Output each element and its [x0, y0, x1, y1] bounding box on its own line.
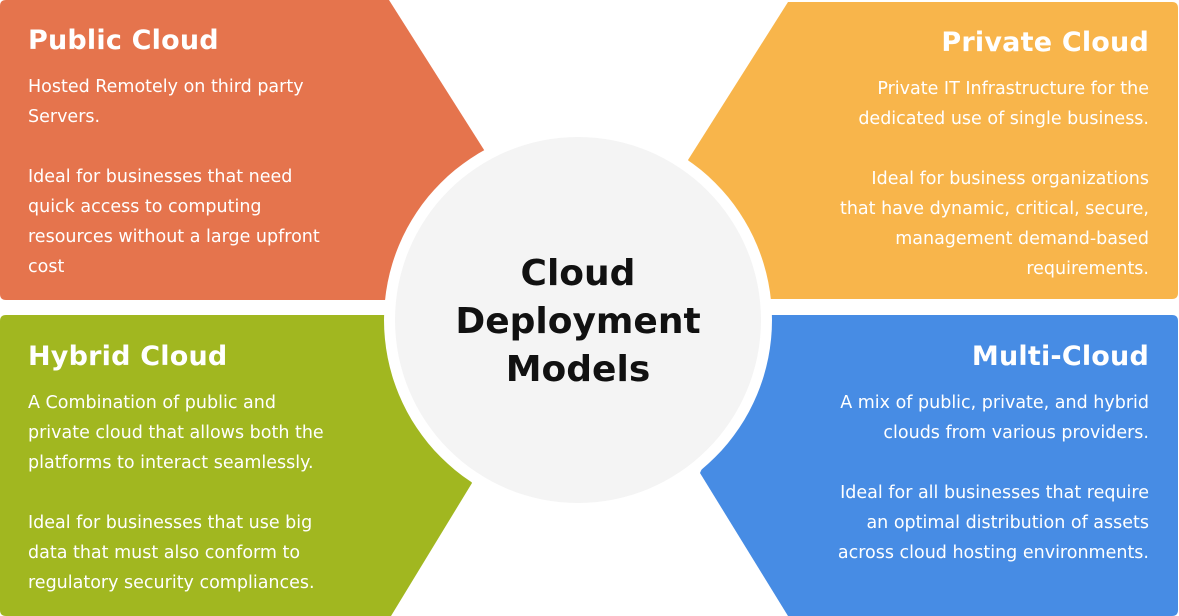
text-line: clouds from various providers. — [883, 423, 1149, 443]
public-cloud-text: Public Cloud Hosted Remotely on third pa… — [28, 24, 388, 282]
center-circle — [395, 137, 761, 503]
text-line: resources without a large upfront — [28, 227, 320, 247]
private-cloud-description: Private IT Infrastructure for the dedica… — [749, 74, 1149, 134]
private-cloud-use-case: Ideal for business organizations that ha… — [749, 164, 1149, 284]
text-line: requirements. — [1026, 259, 1149, 279]
private-cloud-title: Private Cloud — [941, 27, 1149, 58]
text-line: Ideal for businesses that need — [28, 167, 293, 187]
text-line: dedicated use of single business. — [858, 109, 1149, 129]
text-line: platforms to interact seamlessly. — [28, 453, 314, 473]
hybrid-cloud-panel — [0, 315, 472, 616]
multi-cloud-description: A mix of public, private, and hybrid clo… — [749, 388, 1149, 448]
text-line: across cloud hosting environments. — [837, 543, 1149, 563]
text-line: A mix of public, private, and hybrid — [840, 393, 1149, 413]
text-line: regulatory security compliances. — [28, 573, 315, 593]
text-line: that have dynamic, critical, secure, — [839, 199, 1149, 219]
text-line: Servers. — [28, 107, 101, 127]
multi-cloud-text: Multi-Cloud A mix of public, private, an… — [749, 340, 1149, 568]
center-title-line: Cloud — [520, 253, 636, 294]
private-cloud-panel — [688, 2, 1178, 299]
text-line: Ideal for business organizations — [871, 169, 1149, 189]
center-title-line: Deployment — [455, 301, 701, 342]
public-cloud-use-case: Ideal for businesses that need quick acc… — [28, 162, 388, 282]
text-line: Hosted Remotely on third party — [28, 77, 304, 97]
text-line: Ideal for all businesses that require — [840, 483, 1149, 503]
text-line: Private IT Infrastructure for the — [877, 79, 1149, 99]
center-title-line: Models — [505, 349, 651, 390]
public-cloud-description: Hosted Remotely on third party Servers. — [28, 72, 388, 132]
public-cloud-title: Public Cloud — [28, 25, 219, 56]
text-line: A Combination of public and — [28, 393, 276, 413]
hybrid-cloud-description: A Combination of public and private clou… — [28, 388, 398, 478]
text-line: cost — [28, 257, 65, 277]
text-line: an optimal distribution of assets — [866, 513, 1149, 533]
text-line: management demand-based — [895, 229, 1149, 249]
text-line: data that must also conform to — [28, 543, 301, 563]
text-line: Ideal for businesses that use big — [28, 513, 313, 533]
multi-cloud-use-case: Ideal for all businesses that require an… — [749, 478, 1149, 568]
center-title: Cloud Deployment Models — [398, 250, 758, 394]
hybrid-cloud-title: Hybrid Cloud — [28, 341, 228, 372]
hybrid-cloud-text: Hybrid Cloud A Combination of public and… — [28, 340, 398, 598]
multi-cloud-title: Multi-Cloud — [971, 341, 1149, 372]
public-cloud-panel — [0, 0, 486, 300]
multi-cloud-panel — [700, 315, 1178, 616]
hybrid-cloud-use-case: Ideal for businesses that use big data t… — [28, 508, 398, 598]
text-line: quick access to computing — [28, 197, 262, 217]
private-cloud-text: Private Cloud Private IT Infrastructure … — [749, 26, 1149, 284]
text-line: private cloud that allows both the — [28, 423, 324, 443]
